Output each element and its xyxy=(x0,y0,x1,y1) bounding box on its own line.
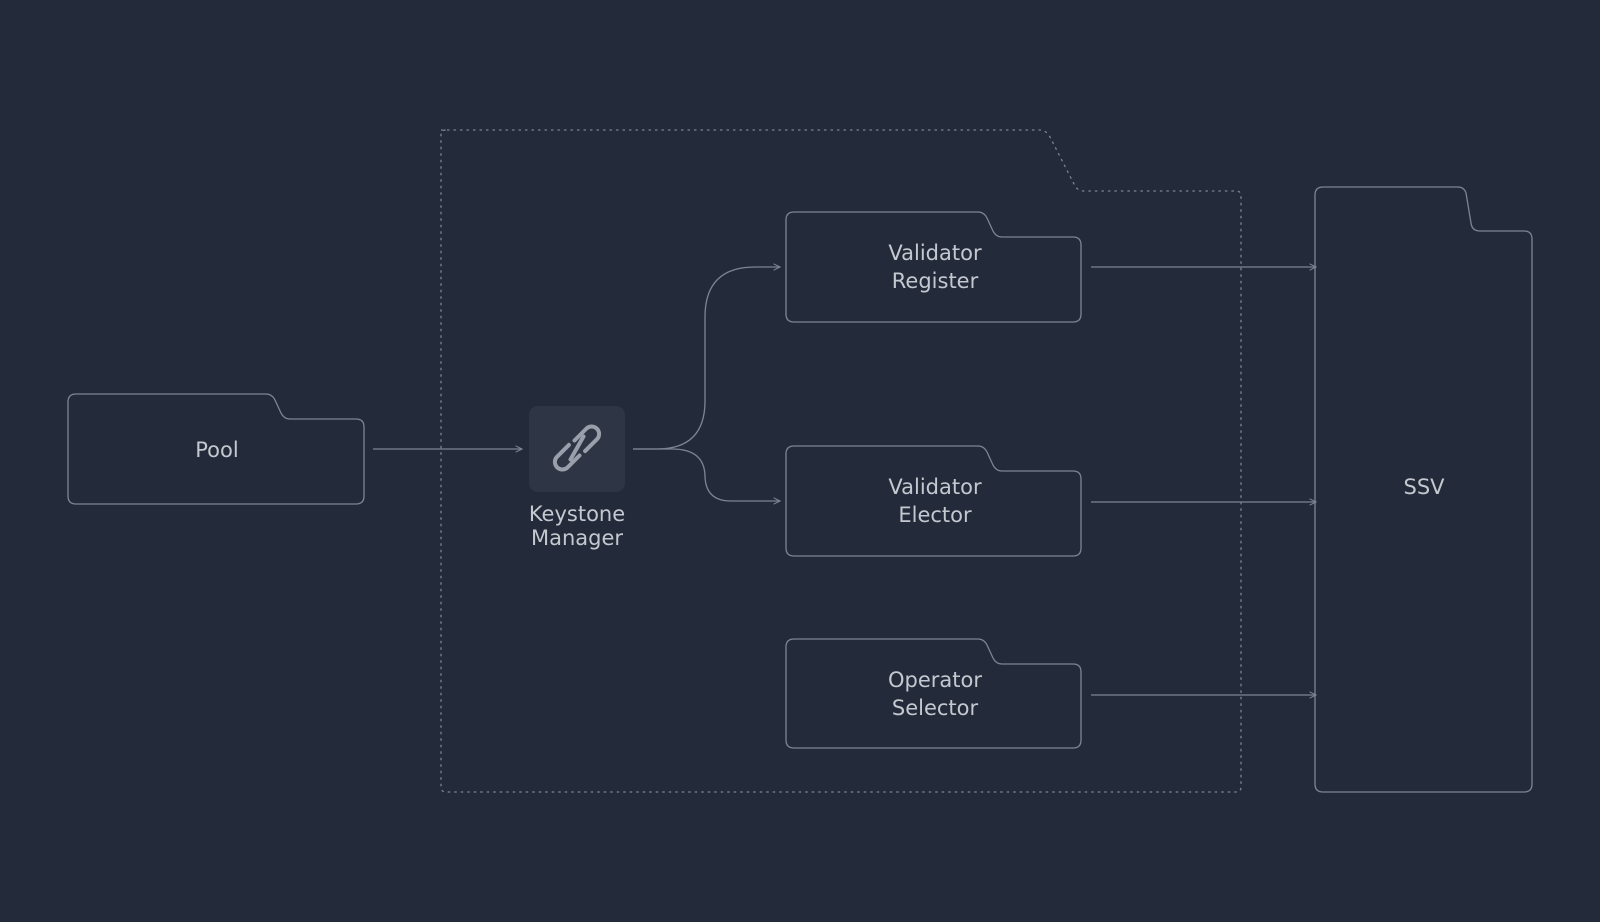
operator-selector-node[interactable]: Operator Selector xyxy=(785,638,1082,749)
validator-elector-label-line1: Validator xyxy=(888,475,982,499)
keystone-manager-node[interactable]: Keystone Manager xyxy=(529,406,625,550)
pool-node[interactable]: Pool xyxy=(67,393,365,505)
validator-register-label-line1: Validator xyxy=(888,241,982,265)
pool-box xyxy=(67,393,365,505)
operator-selector-box xyxy=(785,638,1082,749)
pool-label: Pool xyxy=(195,438,238,462)
ssv-node[interactable]: SSV xyxy=(1314,186,1533,793)
ssv-box xyxy=(1314,186,1533,793)
keystone-manager-label-line1: Keystone xyxy=(529,502,625,526)
operator-selector-label-line1: Operator xyxy=(888,668,982,692)
group-container xyxy=(440,129,1242,793)
validator-register-node[interactable]: Validator Register xyxy=(785,211,1082,323)
link-icon xyxy=(552,424,602,472)
operator-selector-label-line2: Selector xyxy=(892,696,979,720)
keystone-manager-label-line2: Manager xyxy=(531,526,623,550)
edge-keystone-manager-to-validator-register xyxy=(633,267,780,450)
validator-elector-label-line2: Elector xyxy=(898,503,972,527)
ssv-label: SSV xyxy=(1403,475,1445,499)
validator-elector-node[interactable]: Validator Elector xyxy=(785,445,1082,557)
edge-keystone-manager-to-validator-elector xyxy=(633,448,780,501)
validator-elector-box xyxy=(785,445,1082,557)
validator-register-box xyxy=(785,211,1082,323)
validator-register-label-line2: Register xyxy=(892,269,979,293)
